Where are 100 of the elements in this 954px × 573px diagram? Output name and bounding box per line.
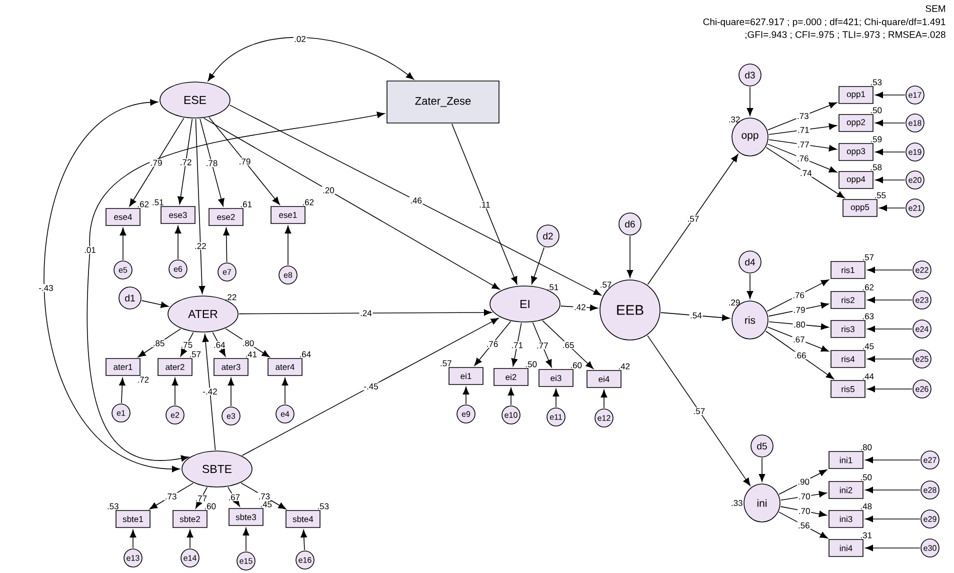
path-arrow <box>223 228 230 262</box>
path-arrow <box>242 318 499 456</box>
edge-label: .70 <box>798 507 812 515</box>
path-arrow <box>238 309 492 316</box>
indicator-box: sbte1 <box>116 510 150 528</box>
path-arrow <box>765 330 834 380</box>
coefficient-label: .62 <box>302 199 314 206</box>
path-arrow <box>768 302 829 317</box>
coefficient-label: .57 <box>600 282 612 288</box>
path-arrow <box>766 279 830 312</box>
path-arrow <box>865 544 920 552</box>
path-arrow <box>172 378 178 406</box>
edge-label: .77 <box>194 494 208 502</box>
path-arrow <box>780 490 827 500</box>
path-arrow <box>208 117 280 205</box>
indicator-box: ater1 <box>106 358 140 376</box>
fit-statistics: ;GFI=.943 ; CFI=.975 ; TLI=.973 ; RMSEA=.028 <box>745 31 946 40</box>
edge-label: .67 <box>227 494 241 502</box>
coefficient-label: .60 <box>570 362 582 368</box>
coefficient-label: .57 <box>862 254 874 260</box>
coefficient-label: .53 <box>318 503 329 510</box>
coefficient-label: .48 <box>860 503 872 510</box>
path-arrow <box>867 356 912 362</box>
path-arrow <box>240 482 286 510</box>
path-arrow <box>865 456 920 464</box>
edge-label: .77 <box>536 342 550 350</box>
indicator-box: ini4 <box>828 539 864 557</box>
path-arrow <box>600 390 608 408</box>
coefficient-label: .51 <box>548 284 558 290</box>
path-arrow <box>867 386 912 392</box>
coefficient-label: .42 <box>618 363 630 370</box>
covariance-arrow <box>44 99 180 472</box>
edge-label: .73 <box>257 492 271 500</box>
indicator-box: ese4 <box>106 208 140 226</box>
path-arrow <box>875 148 906 156</box>
indicator-box: ei3 <box>538 369 574 387</box>
path-arrow <box>195 118 206 294</box>
path-arrow <box>865 486 920 494</box>
edge-label: .70 <box>798 492 812 500</box>
coefficient-label: .50 <box>870 107 882 114</box>
coefficient-label: .57 <box>190 351 201 358</box>
path-arrow <box>746 86 754 116</box>
edge-label: .79 <box>792 306 806 314</box>
coefficient-label: .57 <box>440 360 452 366</box>
coefficient-label: .33 <box>732 500 742 506</box>
path-arrow <box>462 386 470 404</box>
path-arrow <box>511 322 522 366</box>
path-arrow <box>138 328 182 358</box>
indicator-box: ris4 <box>830 350 866 368</box>
indicator-box: opp3 <box>838 143 874 161</box>
path-arrow <box>120 228 126 260</box>
path-arrow <box>865 516 920 522</box>
path-arrow <box>867 266 912 274</box>
coefficient-label: .72 <box>138 376 149 383</box>
edge-label: .01 <box>83 246 97 254</box>
indicator-box: sbte2 <box>172 510 208 528</box>
path-arrow <box>879 204 906 212</box>
path-arrow <box>212 332 226 357</box>
coefficient-label: .32 <box>729 116 740 122</box>
edge-label: .66 <box>794 352 808 360</box>
covariance-arrow <box>86 112 385 462</box>
path-arrow <box>130 530 136 548</box>
edge-label: .76 <box>486 340 499 348</box>
indicator-box: opp1 <box>838 86 874 104</box>
path-arrow <box>778 512 828 538</box>
indicator-box: ater3 <box>214 358 248 376</box>
path-arrow <box>203 118 500 290</box>
path-arrow <box>195 486 208 509</box>
path-arrow <box>178 118 193 204</box>
edge-label: -.43 <box>38 284 54 292</box>
path-arrow <box>778 470 828 495</box>
indicator-box: ater2 <box>158 358 192 376</box>
variable-box: Zater_Zese <box>386 80 500 124</box>
path-arrow <box>867 326 912 332</box>
path-arrow <box>746 274 754 299</box>
coefficient-label: .45 <box>862 343 874 350</box>
path-arrow <box>202 334 216 450</box>
edge-label: .64 <box>212 341 226 349</box>
edge-label: .56 <box>797 522 811 530</box>
edge-label: .46 <box>409 196 423 204</box>
edge-label: .78 <box>205 159 218 167</box>
edge-label: .71 <box>510 341 524 349</box>
edge-label: .73 <box>796 112 810 120</box>
path-arrow <box>626 236 634 278</box>
edge-label: .80 <box>792 320 806 328</box>
path-arrow <box>768 139 837 152</box>
path-arrow <box>174 226 182 260</box>
coefficient-label: .22 <box>226 294 236 300</box>
coefficient-label: .44 <box>862 373 874 380</box>
edge-label: .24 <box>359 309 373 317</box>
path-arrow <box>284 226 292 266</box>
coefficient-label: .51 <box>152 199 164 206</box>
edge-label: .02 <box>293 35 307 43</box>
coefficient-label: .50 <box>526 361 537 368</box>
indicator-box: opp5 <box>842 199 878 217</box>
path-arrow <box>647 154 738 285</box>
path-arrow <box>875 120 906 126</box>
coefficient-label: .59 <box>870 136 882 142</box>
indicator-box: ris1 <box>830 261 866 279</box>
coefficient-label: .41 <box>246 351 257 358</box>
